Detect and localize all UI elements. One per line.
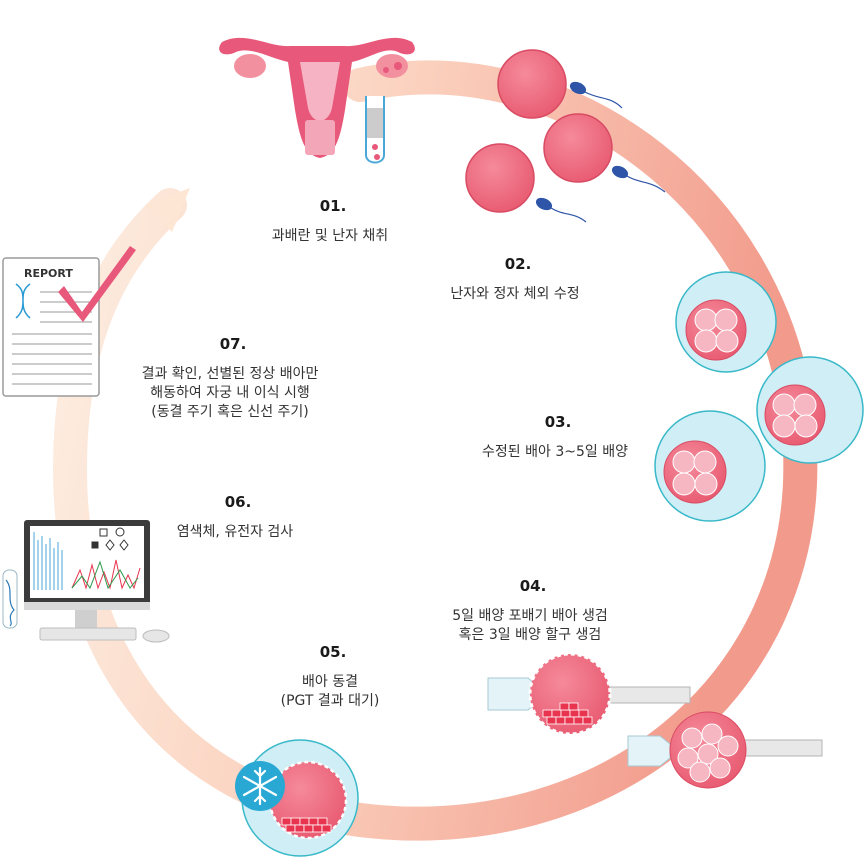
step-text-07-line-2: 해동하여 자궁 내 이식 시행 <box>150 385 310 401</box>
computer-monitor-icon <box>24 520 150 641</box>
step-01: 01. 과배란 및 난자 채취 <box>240 188 420 246</box>
step-text-04-line-2: 혹은 3일 배양 할구 생검 <box>458 627 602 643</box>
step-number-01: 01. <box>307 188 346 215</box>
cycle-arrow-head <box>145 188 190 232</box>
step-number-06: 06. <box>212 484 251 511</box>
uterus-icon <box>219 37 415 158</box>
sperm-icon <box>535 81 666 223</box>
embryo-icon <box>654 271 864 522</box>
step-text-04-line-1: 5일 배양 포배기 배아 생검 <box>452 608 608 624</box>
step-text-02: 난자와 정자 체외 수정 <box>450 286 580 302</box>
step-text-07: 결과 확인, 선별된 정상 배아만 해동하여 자궁 내 이식 시행 (동결 주기… <box>120 365 340 422</box>
report-document-icon <box>2 257 100 397</box>
report-label: REPORT <box>24 267 73 280</box>
egg-cell-icon <box>465 49 613 213</box>
snowflake-icon <box>235 761 285 811</box>
step-text-07-line-3: (동결 주기 혹은 신선 주기) <box>151 404 309 420</box>
step-text-03: 수정된 배아 3~5일 배양 <box>482 444 628 460</box>
step-07: 07. 결과 확인, 선별된 정상 배아만 해동하여 자궁 내 이식 시행 (동… <box>120 326 340 422</box>
step-text-01: 과배란 및 난자 채취 <box>271 228 389 244</box>
cycle-ring <box>52 60 818 841</box>
step-05: 05. 배아 동결 (PGT 결과 대기) <box>250 634 410 711</box>
step-03: 03. 수정된 배아 3~5일 배양 <box>460 404 650 462</box>
step-text-04: 5일 배양 포배기 배아 생검 혹은 3일 배양 할구 생검 <box>430 607 630 645</box>
step-02: 02. 난자와 정자 체외 수정 <box>420 246 610 304</box>
step-text-07-line-1: 결과 확인, 선별된 정상 배아만 <box>141 366 319 382</box>
dna-icon <box>2 569 18 629</box>
step-text-05-line-2: (PGT 결과 대기) <box>280 693 380 709</box>
step-number-04: 04. <box>507 568 546 595</box>
step-number-02: 02. <box>492 246 531 273</box>
biopsy-pipette-icon <box>487 652 823 789</box>
checkmark-icon <box>58 246 136 322</box>
frozen-embryo-icon <box>241 739 359 857</box>
step-06: 06. 염색체, 유전자 검사 <box>160 484 310 542</box>
step-text-06: 염색체, 유전자 검사 <box>176 524 294 540</box>
step-text-05: 배아 동결 (PGT 결과 대기) <box>250 673 410 711</box>
step-number-05: 05. <box>307 634 346 661</box>
step-number-03: 03. <box>532 404 571 431</box>
step-text-05-line-1: 배아 동결 <box>302 674 358 690</box>
step-04: 04. 5일 배양 포배기 배아 생검 혹은 3일 배양 할구 생검 <box>430 568 630 645</box>
test-tube-icon <box>365 96 385 164</box>
step-number-07: 07. <box>207 326 246 353</box>
mouse-icon <box>142 629 170 643</box>
